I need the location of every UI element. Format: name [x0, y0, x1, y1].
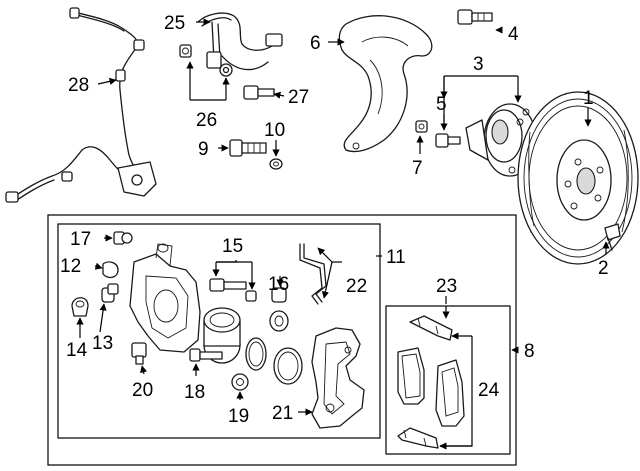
callout-21: 21 — [272, 403, 293, 424]
dust-shield — [338, 15, 433, 153]
callout-22: 22 — [346, 276, 367, 297]
callout-12: 12 — [60, 256, 81, 277]
callout-2: 2 — [598, 258, 609, 279]
callout-13: 13 — [92, 333, 113, 354]
brake-pad-inner — [397, 347, 425, 405]
callout-4: 4 — [508, 24, 519, 45]
abs-sensor-harness — [5, 7, 157, 203]
callout-11: 11 — [386, 247, 406, 268]
callout-8: 8 — [524, 341, 535, 362]
pad-shims-24 — [397, 427, 439, 449]
callout-labels: 1 2 3 4 5 6 7 8 9 10 11 12 13 14 15 16 1… — [60, 13, 609, 427]
callout-18: 18 — [184, 382, 205, 403]
rotor-screw-2 — [604, 223, 621, 251]
caliper-box — [57, 223, 381, 439]
callout-5: 5 — [436, 94, 447, 115]
callout-1: 1 — [583, 88, 594, 109]
callout-3: 3 — [473, 54, 484, 75]
callout-24: 24 — [478, 380, 500, 401]
bolt-7 — [415, 120, 428, 133]
cap-12 — [102, 261, 119, 279]
callout-14: 14 — [66, 340, 88, 361]
caliper-kit-box — [47, 214, 517, 466]
callout-27: 27 — [288, 87, 309, 108]
callout-20: 20 — [132, 380, 153, 401]
boot-19 — [231, 373, 249, 391]
pad-clips-23 — [409, 315, 453, 341]
callout-16: 16 — [268, 274, 289, 295]
seal-rings — [245, 337, 303, 385]
callout-28: 28 — [68, 75, 89, 96]
callout-10: 10 — [264, 120, 285, 141]
brake-hose — [179, 12, 283, 77]
cap-14 — [71, 297, 89, 317]
leader-lines — [76, 18, 610, 450]
washer-10 — [269, 158, 283, 170]
callout-19: 19 — [228, 406, 249, 427]
callout-25: 25 — [164, 13, 185, 34]
caliper-housing — [129, 243, 201, 353]
bolt-9 — [229, 139, 267, 157]
callout-15: 15 — [222, 236, 243, 257]
callout-7: 7 — [412, 158, 423, 179]
callout-17: 17 — [70, 229, 91, 250]
bolt-27 — [243, 85, 275, 100]
caliper-bracket — [311, 327, 365, 429]
bolt-5 — [435, 133, 461, 148]
guide-pin-18 — [189, 348, 223, 362]
bolt-20 — [131, 342, 147, 365]
bolt-13 — [101, 283, 119, 303]
boot-16 — [269, 287, 289, 332]
callout-6: 6 — [310, 33, 321, 54]
callout-26: 26 — [196, 110, 217, 131]
guide-pins-15 — [209, 278, 257, 302]
pad-kit-box — [385, 305, 511, 455]
callout-9: 9 — [198, 139, 209, 160]
brake-rotor — [517, 91, 639, 265]
callout-23: 23 — [436, 276, 457, 297]
clip-22 — [299, 243, 327, 305]
brake-pad-outer — [435, 359, 465, 427]
hub-bolt-4 — [457, 9, 493, 25]
bleeder-17 — [113, 231, 133, 245]
